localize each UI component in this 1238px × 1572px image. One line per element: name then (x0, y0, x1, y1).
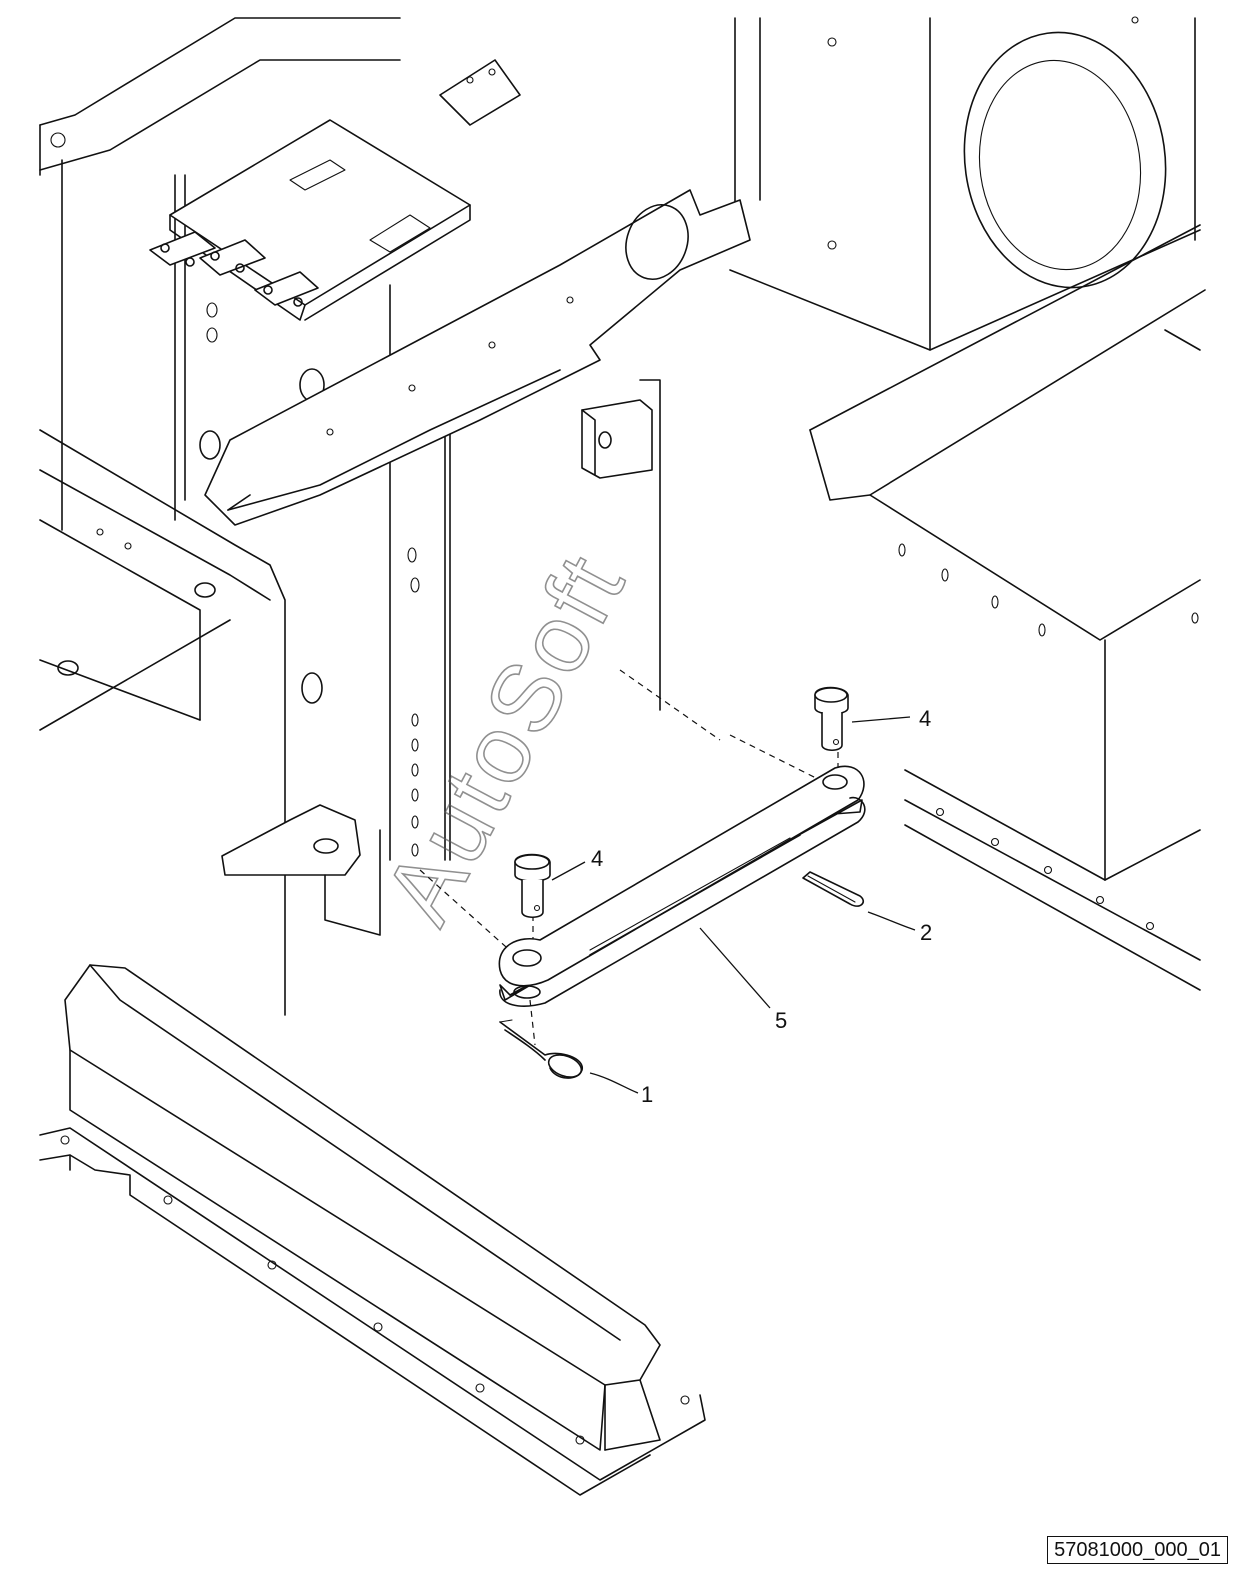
part-1-r-clip (499, 1019, 583, 1079)
lift-arm (204, 189, 751, 526)
part-4-pin-right (814, 686, 849, 752)
part-2-cotter-pin (802, 871, 865, 907)
callout-5: 5 (775, 1008, 787, 1033)
callout-1: 1 (641, 1082, 653, 1107)
callout-2: 2 (920, 920, 932, 945)
leader-4a (851, 716, 911, 723)
drawing-reference-number: 57081000_000_01 (1047, 1536, 1228, 1564)
rear-rail (39, 964, 706, 1496)
leader-5 (699, 927, 771, 1009)
mounting-plate (149, 59, 521, 321)
callout-4-right: 4 (919, 706, 931, 731)
leader-2 (867, 911, 916, 931)
part-4-pin-left (514, 853, 551, 919)
part-5-link (498, 765, 866, 1007)
machine-frame (39, 16, 1206, 1016)
watermark: AutoSoft (364, 536, 646, 940)
callout-4-left: 4 (591, 846, 603, 871)
leader-4b (551, 861, 586, 881)
leader-1 (589, 1072, 639, 1094)
